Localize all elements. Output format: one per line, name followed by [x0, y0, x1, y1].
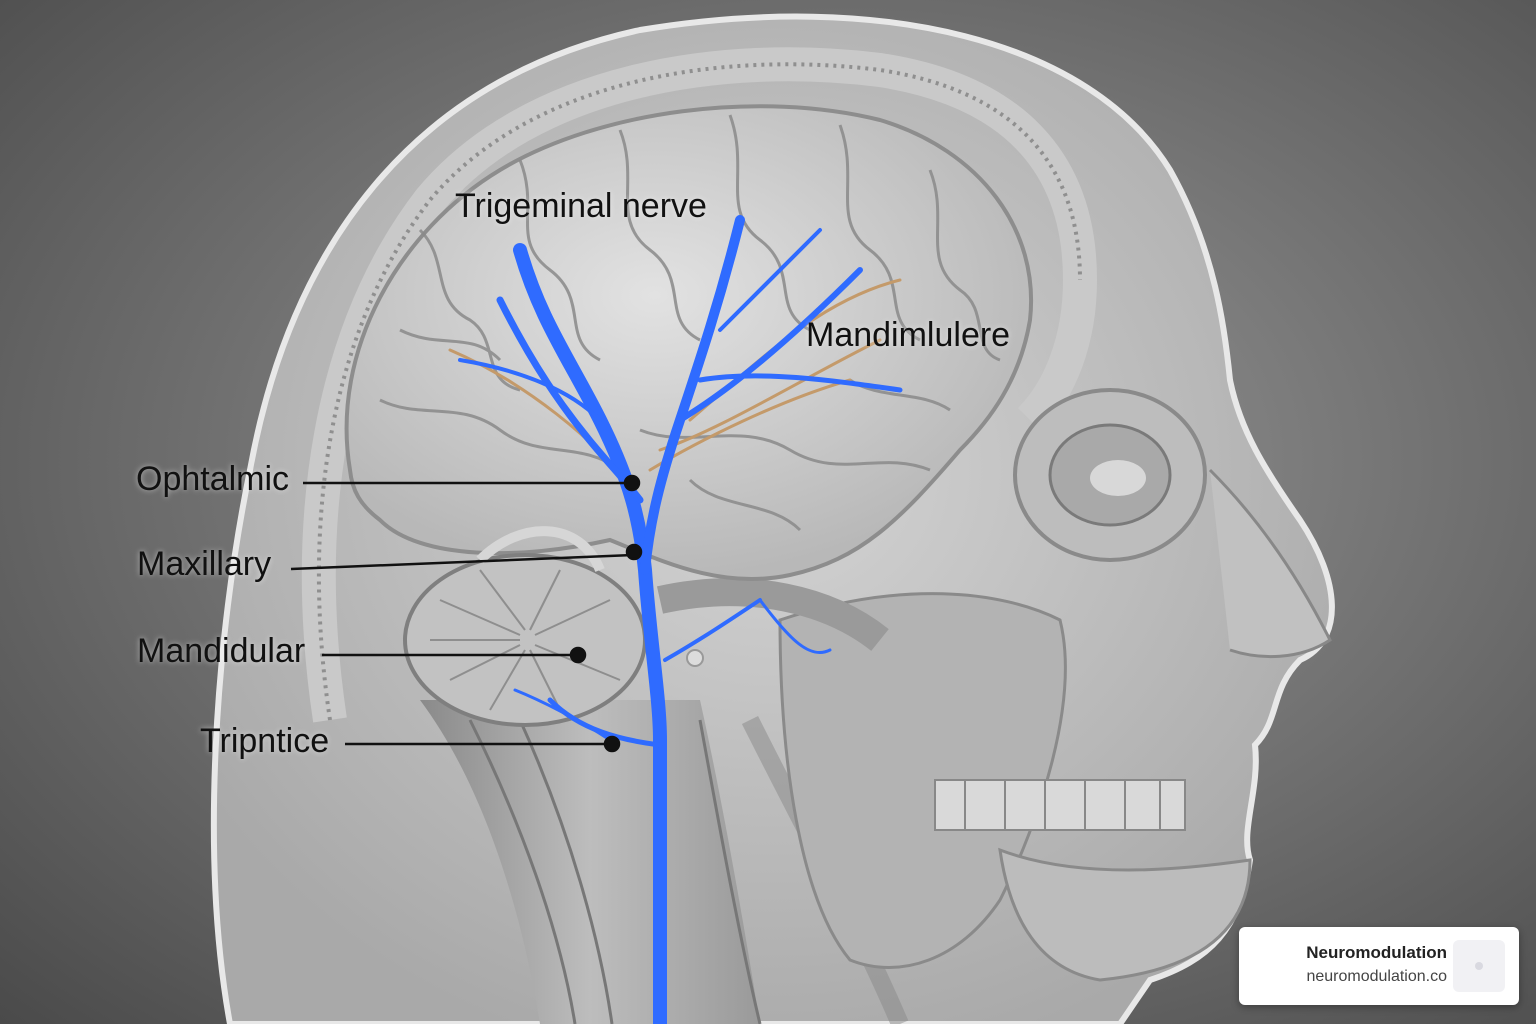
leader-lines	[290, 474, 643, 753]
label-ophtalmic: Ophtalmic	[136, 460, 290, 498]
label-maxillary: Maxillary	[137, 545, 272, 583]
brand-logo-icon	[1453, 940, 1505, 992]
tripntice-marker	[603, 735, 621, 753]
trigeminal-nerve-tree	[448, 215, 903, 1024]
watermark-title: Neuromodulation	[1306, 943, 1447, 962]
label-mandimlulere: Mandimlulere	[806, 316, 1011, 354]
diagram-title: Trigeminal nerve	[455, 187, 707, 225]
watermark-url[interactable]: neuromodulation.co	[1306, 968, 1447, 985]
brain	[344, 104, 1034, 727]
label-tripntice: Tripntice	[200, 722, 330, 760]
ophtalmic-marker	[623, 474, 641, 492]
label-mandidular: Mandidular	[137, 632, 306, 670]
watermark-badge[interactable]: Neuromodulation neuromodulation.co	[1239, 927, 1519, 1005]
maxillary-marker	[625, 543, 643, 561]
face-muscles	[656, 388, 1332, 982]
mandidular-marker	[569, 646, 587, 664]
